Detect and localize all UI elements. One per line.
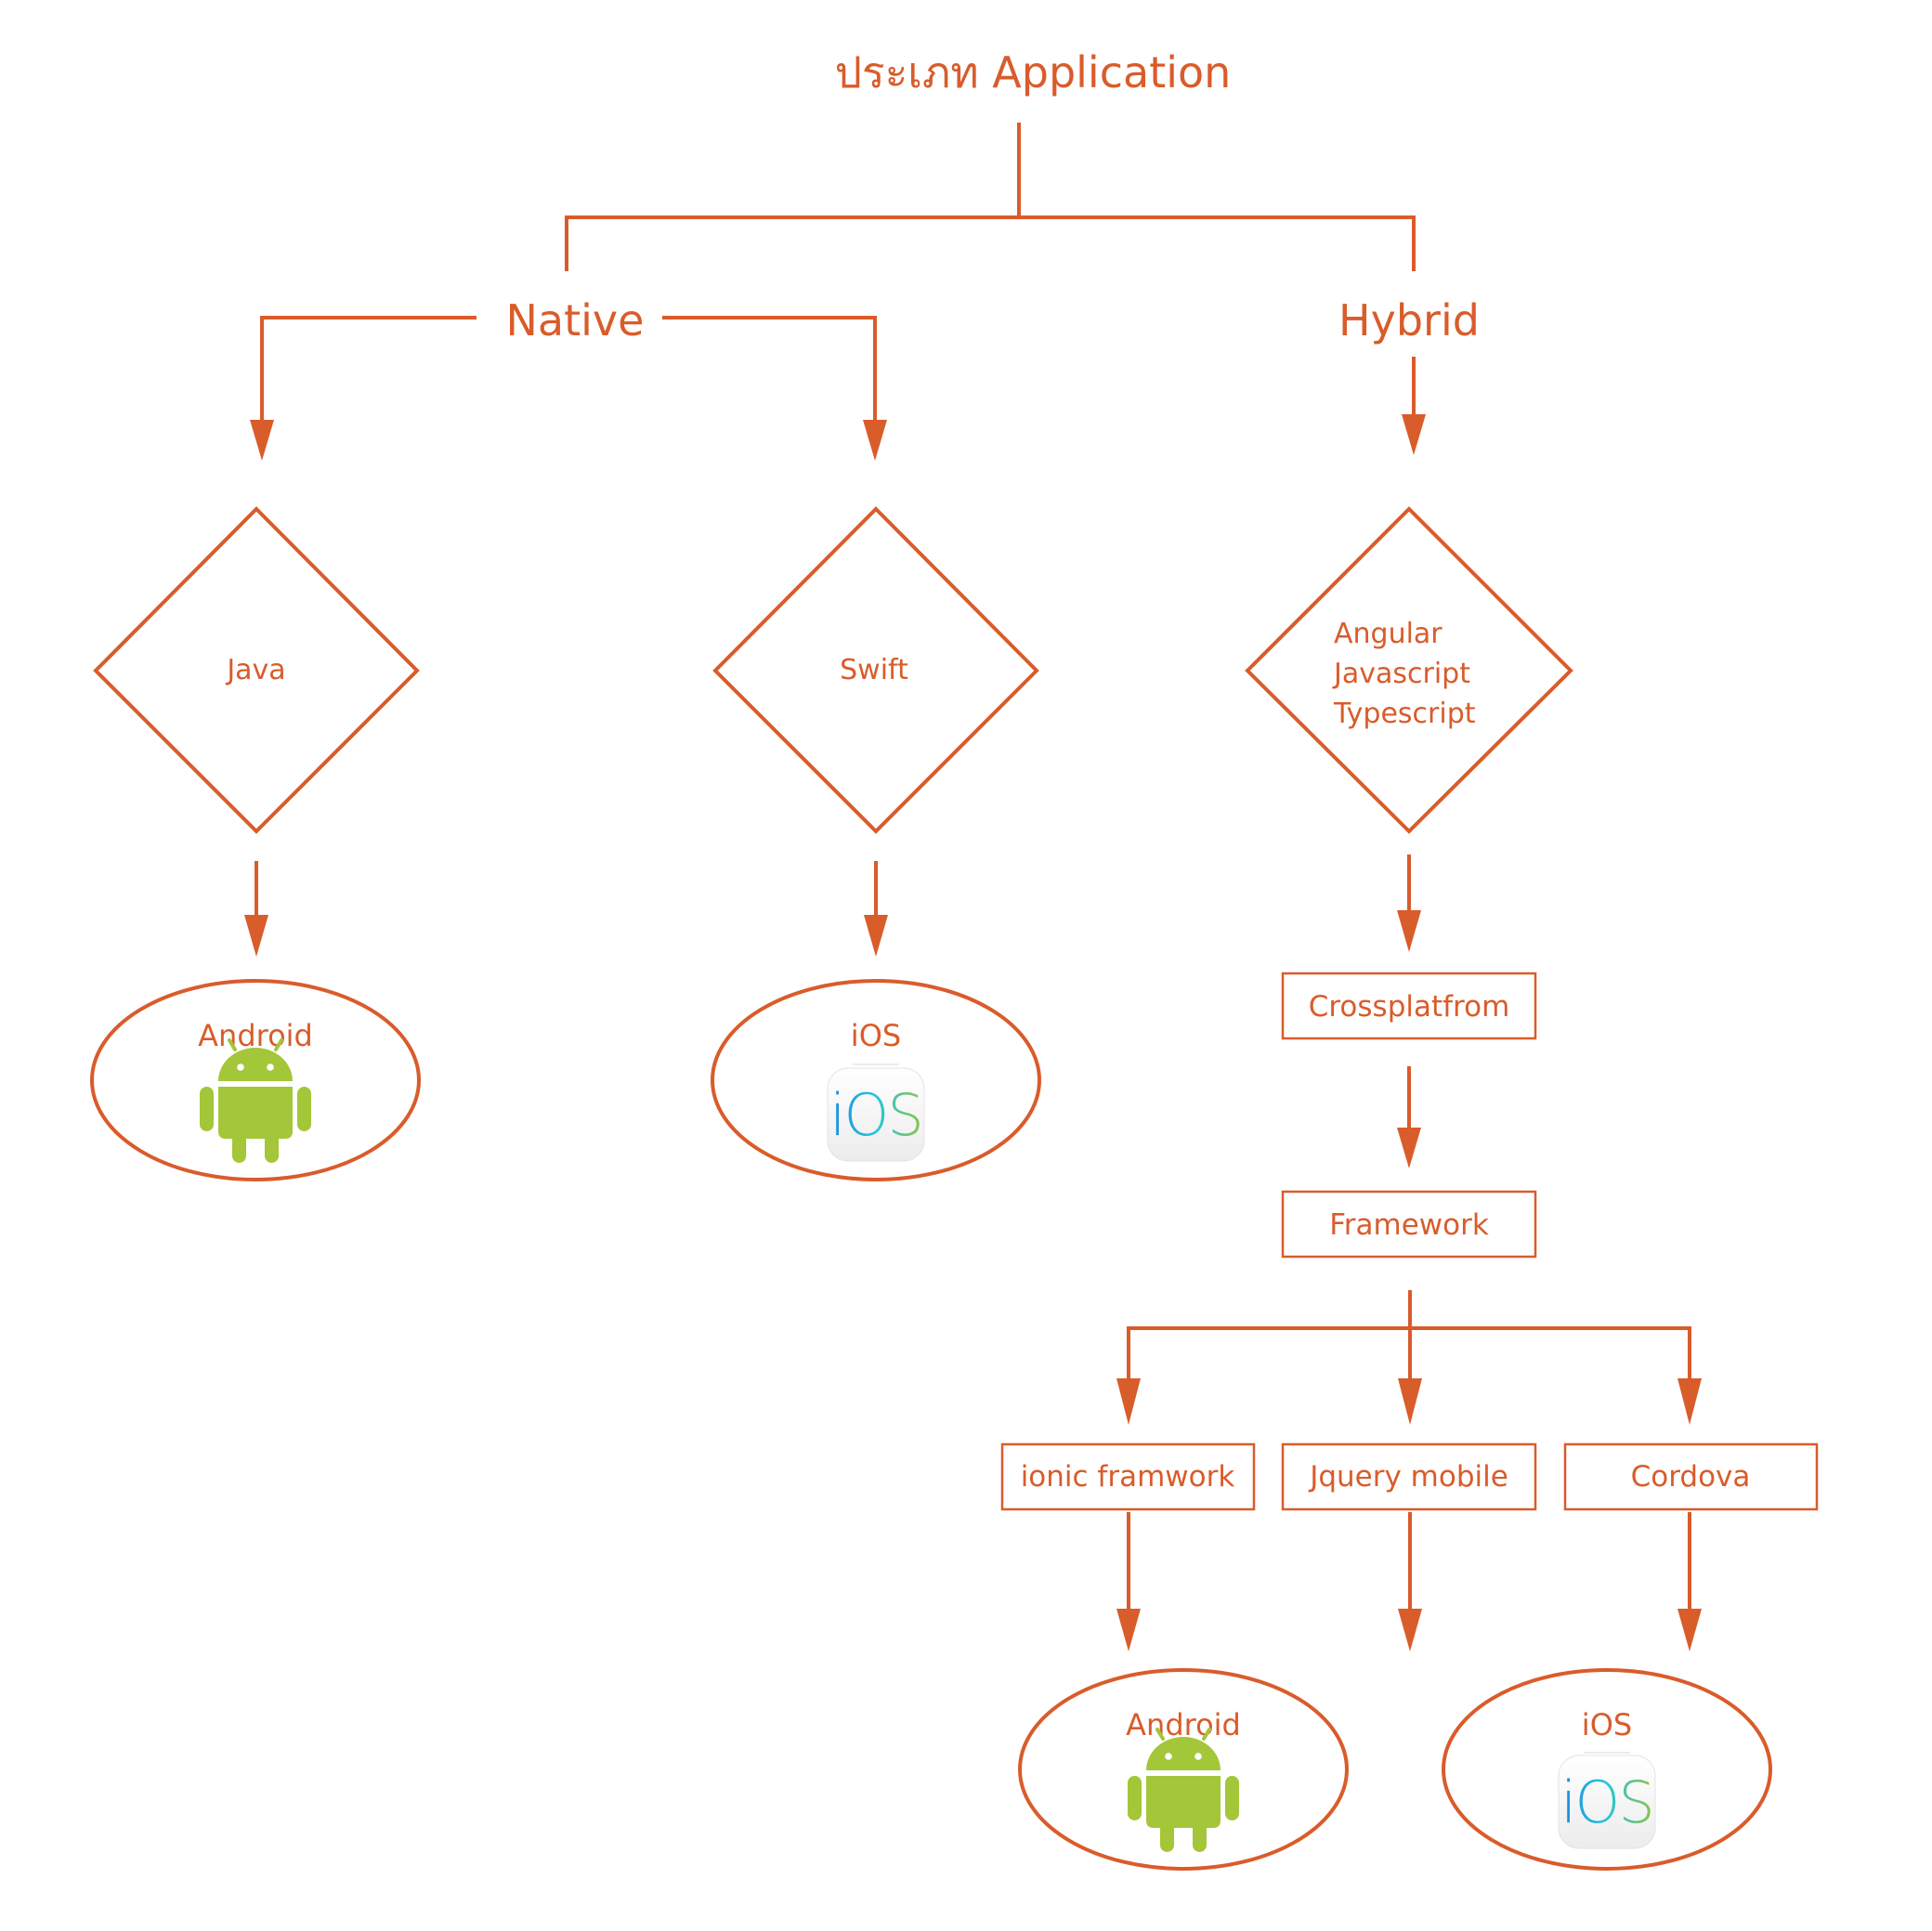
languages-to-crossplatform-arrow [1397, 855, 1421, 952]
title-connector [565, 123, 1416, 271]
cordova-box [1563, 1442, 1819, 1511]
frameworks-to-outputs-arrows [1116, 1512, 1702, 1651]
native-connector [250, 316, 887, 461]
swift-to-ios-arrow [864, 861, 888, 957]
hybrid-label: Hybrid [1338, 295, 1480, 346]
crossplatform-label: Crossplatfrom [1309, 990, 1510, 1024]
hybrid-ios-label: iOS [1582, 1707, 1632, 1742]
ionic-framework-label: ionic framwork [1021, 1460, 1235, 1494]
cordova-label: Cordova [1631, 1460, 1751, 1494]
swift-label: Swift [840, 654, 908, 686]
java-to-android-arrow [244, 861, 268, 957]
android-label: Android [198, 1018, 313, 1053]
crossplatform-box [1281, 972, 1537, 1040]
jquery-mobile-box [1281, 1442, 1537, 1511]
java-label: Java [225, 654, 285, 686]
ios-app-icon: iOS [827, 1063, 925, 1162]
ionic-framework-box [1000, 1442, 1256, 1511]
ios-label: iOS [851, 1018, 901, 1053]
jquery-mobile-label: Jquery mobile [1308, 1460, 1508, 1494]
language-typescript: Typescript [1333, 698, 1476, 730]
ios-app-icon: iOS [1558, 1752, 1656, 1849]
framework-box [1281, 1190, 1537, 1259]
native-label: Native [506, 295, 645, 346]
language-angular: Angular [1334, 618, 1442, 650]
language-javascript: Javascript [1332, 658, 1470, 690]
hybrid-android-label: Android [1126, 1707, 1241, 1742]
diagram-title: ประเภท Application [835, 47, 1232, 98]
framework-split-connector [1116, 1290, 1702, 1425]
swift-diamond [712, 506, 1039, 834]
svg-text:iOS: iOS [829, 1081, 921, 1149]
crossplatform-to-framework-arrow [1397, 1066, 1421, 1168]
svg-text:iOS: iOS [1560, 1768, 1652, 1836]
hybrid-languages-diamond [1245, 506, 1573, 834]
java-diamond [93, 506, 420, 834]
framework-label: Framework [1329, 1208, 1489, 1242]
hybrid-connector [1402, 357, 1426, 455]
